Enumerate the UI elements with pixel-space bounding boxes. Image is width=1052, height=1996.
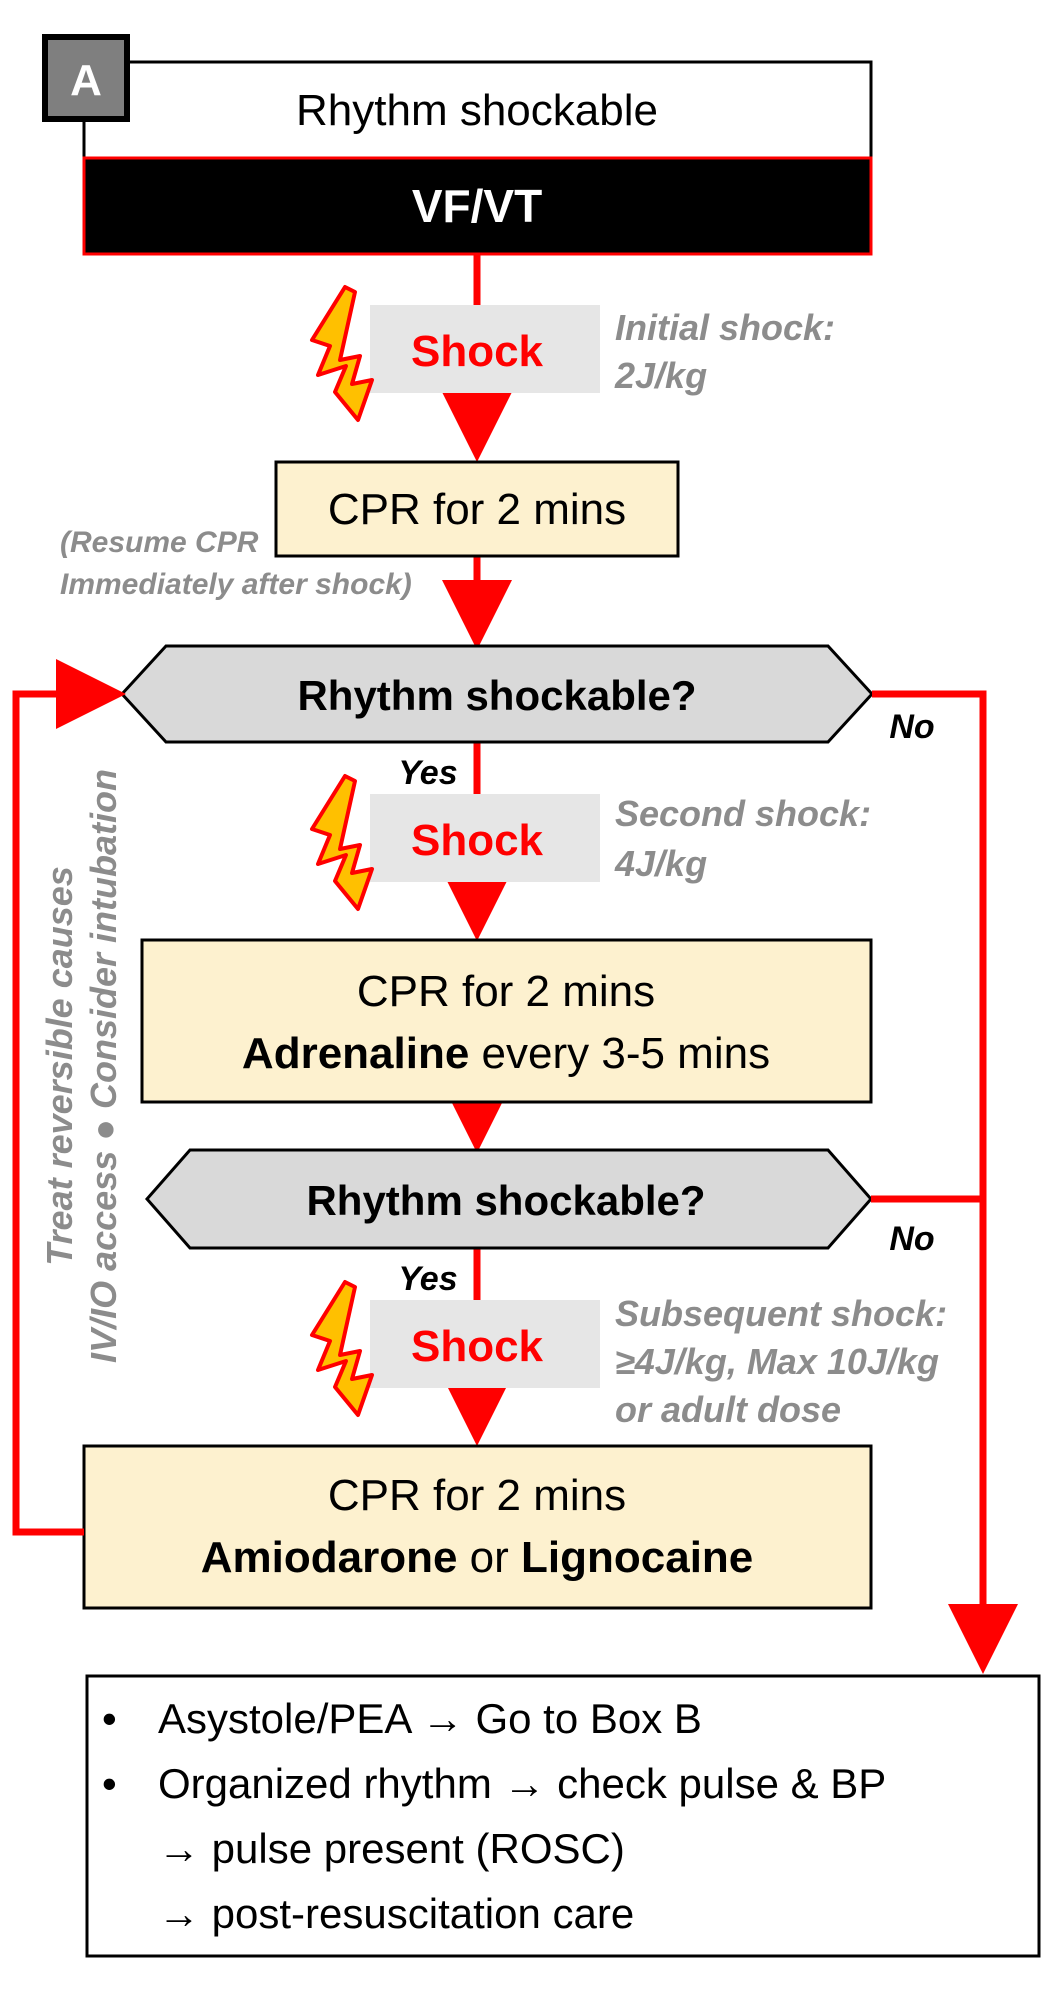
shock-2-box bbox=[370, 794, 600, 882]
box-label-badge bbox=[42, 34, 130, 122]
check-2-yes: Yes bbox=[398, 1260, 457, 1298]
header-title: Rhythm shockable bbox=[296, 86, 658, 135]
outcome-box bbox=[85, 1674, 1041, 1958]
outcome-line-3: → pulse present (ROSC) bbox=[158, 1825, 625, 1872]
cpr-2-line1: CPR for 2 mins bbox=[357, 967, 655, 1016]
shock-1-box bbox=[370, 305, 600, 393]
side-note-line1: Treat reversible causes bbox=[39, 866, 80, 1266]
adrenaline-frequency: every 3-5 mins bbox=[469, 1029, 770, 1078]
subsequent-shock-line2: ≥4J/kg, Max 10J/kg bbox=[615, 1341, 939, 1382]
resume-note-line1: (Resume CPR bbox=[60, 526, 259, 559]
shock-3-label: Shock bbox=[411, 1322, 544, 1371]
cpr-1-label: CPR for 2 mins bbox=[328, 485, 626, 534]
shock-1-label: Shock bbox=[411, 327, 544, 376]
check-2-no: No bbox=[889, 1220, 934, 1258]
outcome-bullet-1: Asystole/PEA → Go to Box B bbox=[158, 1695, 702, 1742]
outcome-bullet-2-dot: • bbox=[102, 1760, 117, 1807]
resume-note-line2: Immediately after shock) bbox=[60, 568, 412, 601]
box-label: A bbox=[70, 56, 102, 105]
cpr-3-line1: CPR for 2 mins bbox=[328, 1471, 626, 1520]
subsequent-shock-line1: Subsequent shock: bbox=[615, 1293, 947, 1334]
adrenaline-label: Adrenaline bbox=[242, 1029, 469, 1078]
outcome-bullet-2: Organized rhythm → check pulse & BP bbox=[158, 1760, 886, 1807]
cpr-2-line2: Adrenaline every 3-5 mins bbox=[242, 1029, 770, 1078]
initial-shock-line1: Initial shock: bbox=[615, 307, 835, 348]
no-path-check1 bbox=[872, 690, 1018, 1674]
check-2-label: Rhythm shockable? bbox=[306, 1177, 705, 1224]
cpr-2-box bbox=[140, 938, 873, 1104]
header-subtitle-box bbox=[82, 156, 873, 256]
initial-shock-line2: 2J/kg bbox=[614, 355, 707, 396]
cpr-3-box bbox=[82, 1444, 873, 1610]
amiodarone-label: Amiodarone bbox=[201, 1533, 458, 1582]
outcome-bullet-1-dot: • bbox=[102, 1695, 117, 1742]
loop-back-arrow bbox=[12, 659, 126, 1536]
check-1-no: No bbox=[889, 708, 934, 746]
second-shock-line1: Second shock: bbox=[615, 793, 871, 834]
second-shock-line2: 4J/kg bbox=[614, 843, 707, 884]
subsequent-shock-line3: or adult dose bbox=[615, 1389, 841, 1430]
or-label: or bbox=[457, 1533, 521, 1582]
check-1-yes: Yes bbox=[398, 754, 457, 792]
shock-3-box bbox=[370, 1300, 600, 1388]
cpr-3-line2: Amiodarone or Lignocaine bbox=[201, 1533, 754, 1582]
check-1-label: Rhythm shockable? bbox=[297, 672, 696, 719]
lightning-2-icon bbox=[310, 774, 374, 911]
header-subtitle: VF/VT bbox=[412, 180, 542, 232]
header-title-box bbox=[82, 60, 873, 160]
cpr-1-box bbox=[274, 460, 680, 558]
shock-2-label: Shock bbox=[411, 816, 544, 865]
lightning-3-icon bbox=[310, 1280, 374, 1417]
lignocaine-label: Lignocaine bbox=[521, 1533, 753, 1582]
lightning-1-icon bbox=[310, 285, 374, 422]
side-note-line2: IV/IO access ● Consider intubation bbox=[83, 769, 124, 1363]
outcome-line-4: → post-resuscitation care bbox=[158, 1890, 634, 1937]
